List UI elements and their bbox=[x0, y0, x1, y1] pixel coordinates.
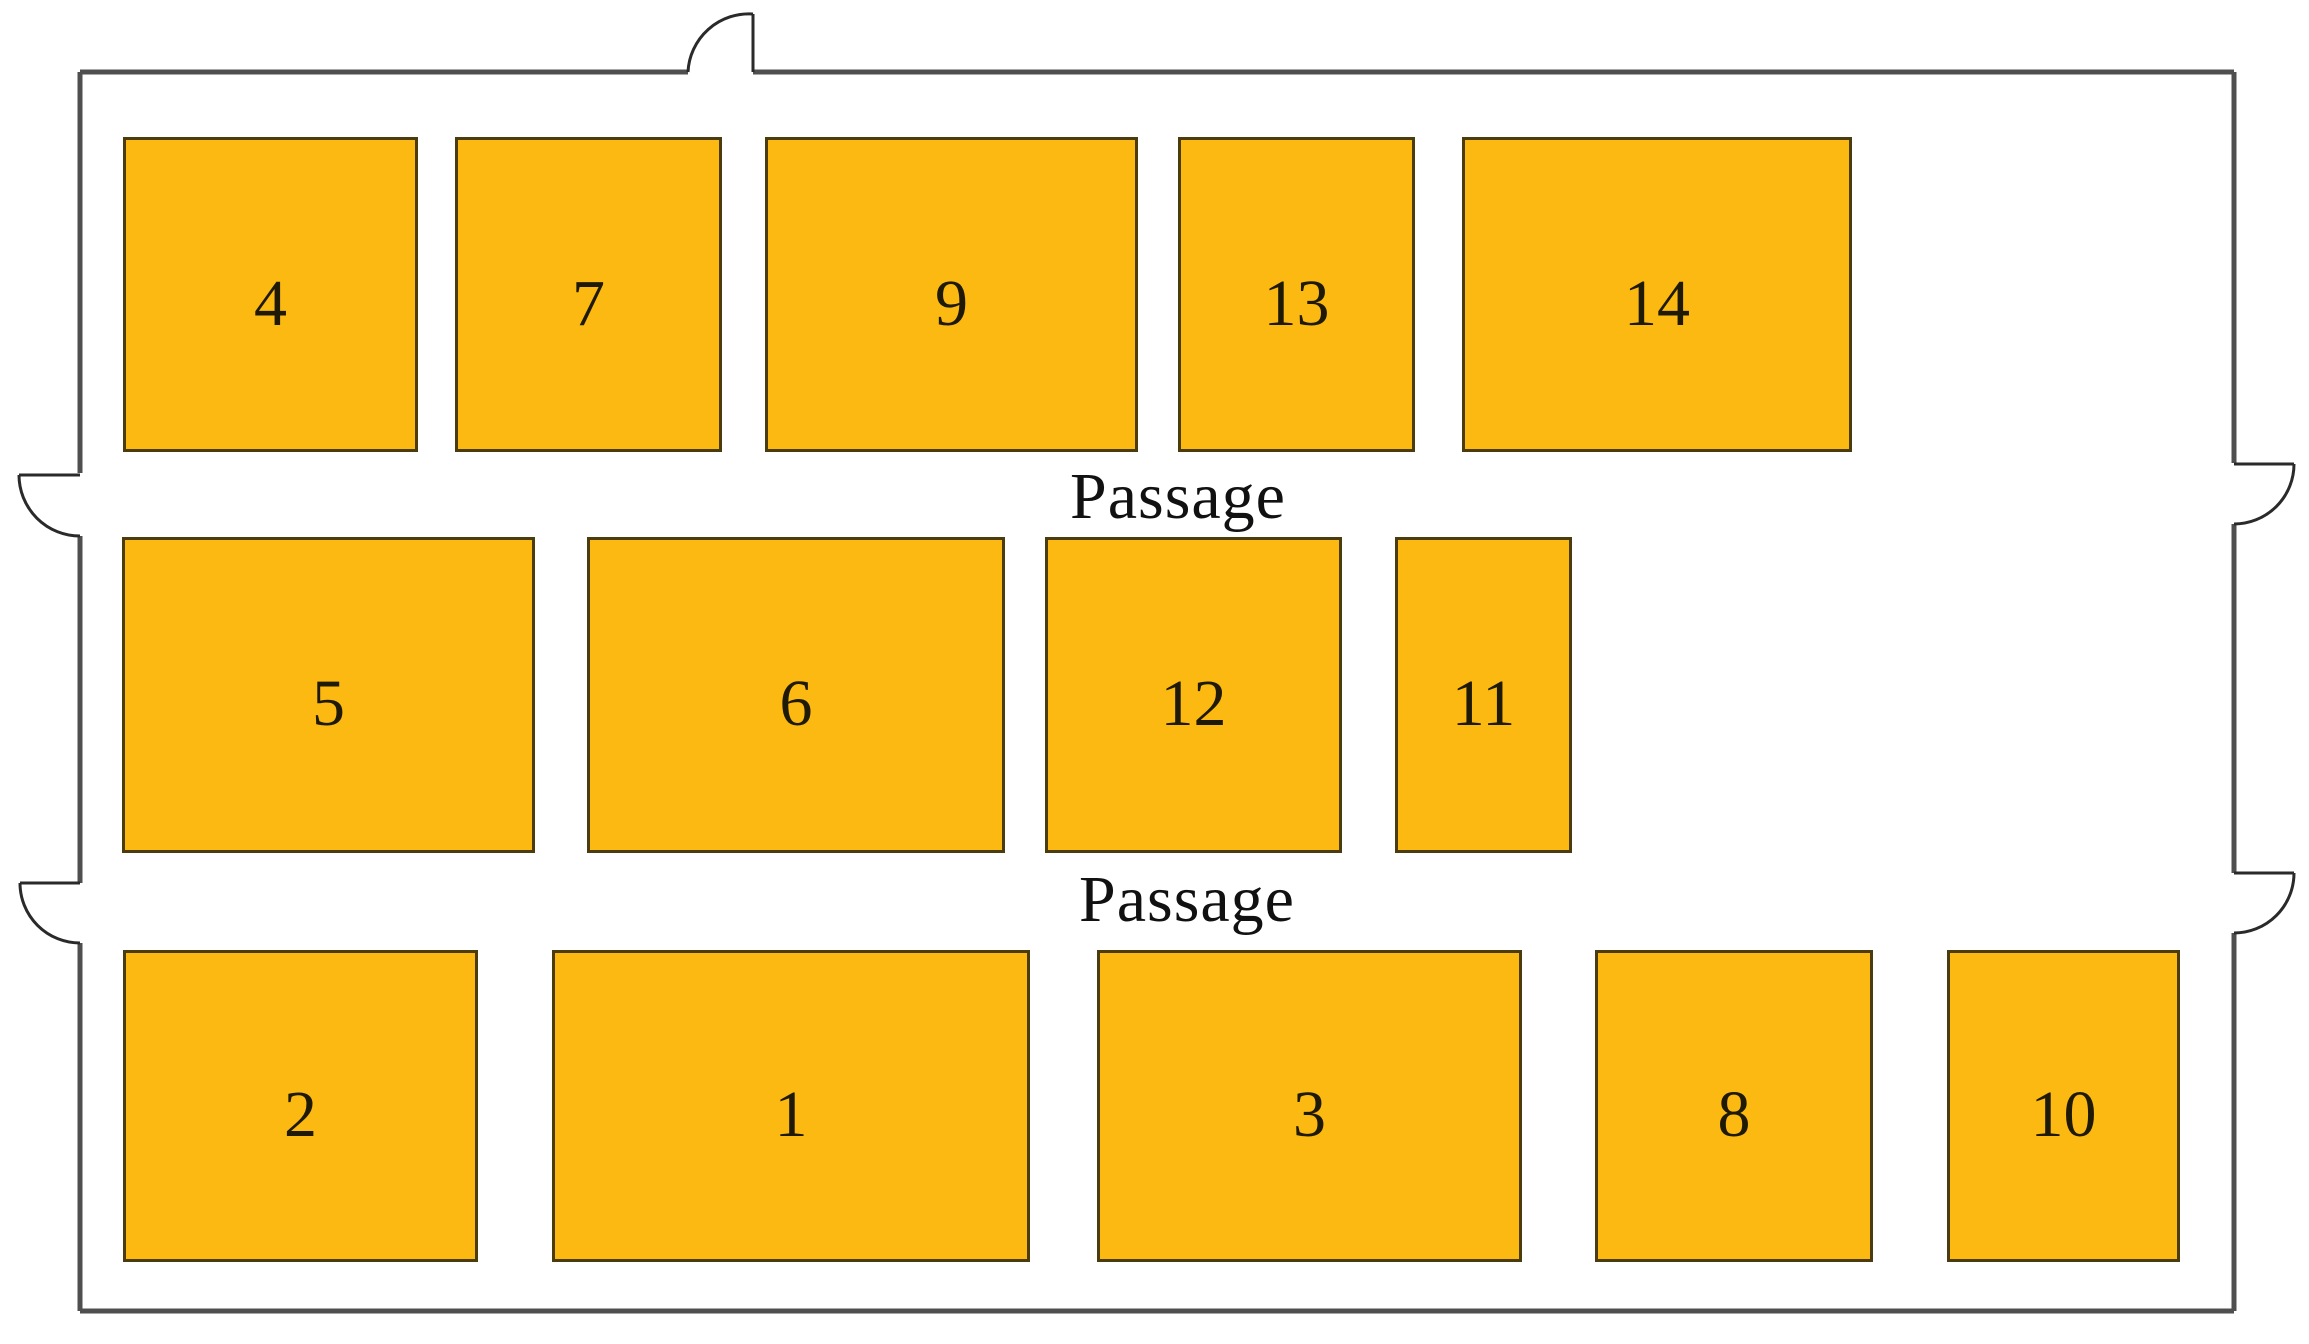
room-number-label: 10 bbox=[2030, 1078, 2097, 1151]
room-number-label: 9 bbox=[935, 266, 968, 340]
outer-wall bbox=[77, 69, 2237, 1314]
room-number-label: 6 bbox=[779, 667, 813, 740]
room-box-3: 3 bbox=[1097, 950, 1522, 1262]
door-icon-left-wall-upper bbox=[17, 473, 81, 538]
room-number-label: 14 bbox=[1624, 266, 1690, 340]
room-box-8: 8 bbox=[1595, 950, 1873, 1262]
room-number-label: 5 bbox=[312, 667, 345, 740]
room-box-1: 1 bbox=[552, 950, 1030, 1262]
room-box-6: 6 bbox=[587, 537, 1005, 853]
room-number-label: 12 bbox=[1160, 667, 1227, 740]
passage-label-bottom: Passage bbox=[1079, 863, 1295, 936]
room-number-label: 1 bbox=[774, 1078, 808, 1151]
room-number-label: 7 bbox=[572, 266, 605, 340]
room-number-label: 13 bbox=[1263, 266, 1330, 340]
door-icon-right-wall-upper bbox=[2233, 462, 2296, 526]
room-box-4: 4 bbox=[123, 137, 418, 452]
room-number-label: 4 bbox=[254, 266, 287, 340]
room-box-7: 7 bbox=[455, 137, 722, 452]
room-number-label: 3 bbox=[1293, 1078, 1326, 1151]
room-box-2: 2 bbox=[123, 950, 478, 1262]
room-box-14: 14 bbox=[1462, 137, 1852, 452]
room-box-11: 11 bbox=[1395, 537, 1572, 853]
door-icon-right-wall-lower bbox=[2233, 871, 2296, 935]
room-box-10: 10 bbox=[1947, 950, 2180, 1262]
door-icon-top-wall bbox=[686, 12, 755, 73]
room-box-13: 13 bbox=[1178, 137, 1415, 452]
room-number-label: 8 bbox=[1717, 1078, 1751, 1151]
door-icon-left-wall-lower bbox=[18, 881, 81, 945]
room-box-9: 9 bbox=[765, 137, 1138, 452]
passage-label-top: Passage bbox=[1070, 460, 1286, 533]
room-box-5: 5 bbox=[122, 537, 535, 853]
room-number-label: 2 bbox=[284, 1078, 317, 1151]
room-number-label: 11 bbox=[1451, 667, 1516, 740]
room-box-12: 12 bbox=[1045, 537, 1342, 853]
